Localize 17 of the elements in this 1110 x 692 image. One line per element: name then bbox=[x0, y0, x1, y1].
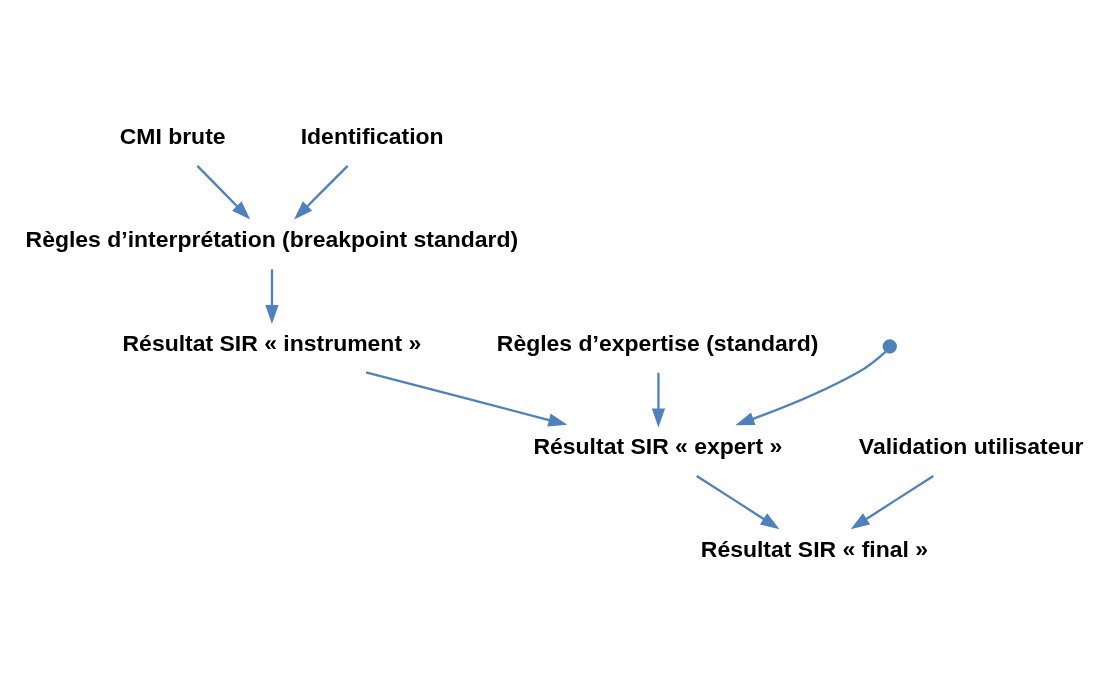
node-text: Règles d’expertise (standard) bbox=[496, 329, 819, 356]
arrow bbox=[696, 474, 780, 529]
node-text: Identification bbox=[300, 122, 444, 149]
node-circle bbox=[882, 338, 897, 354]
node-text: CMI brute bbox=[119, 122, 226, 149]
arrow bbox=[196, 164, 251, 220]
arrow bbox=[850, 474, 934, 529]
node-text: Résultat SIR « expert » bbox=[533, 432, 783, 459]
arrow bbox=[365, 370, 568, 426]
arrow bbox=[265, 268, 279, 324]
arrow bbox=[735, 350, 887, 425]
arrow bbox=[651, 372, 666, 427]
node-text: Règles d’interprétation (breakpoint standard) bbox=[25, 225, 519, 252]
node-text: Résultat SIR « instrument » bbox=[122, 329, 422, 356]
arrow bbox=[294, 164, 349, 219]
node-text: Validation utilisateur bbox=[858, 432, 1084, 459]
node-text: Résultat SIR « final » bbox=[700, 535, 929, 562]
